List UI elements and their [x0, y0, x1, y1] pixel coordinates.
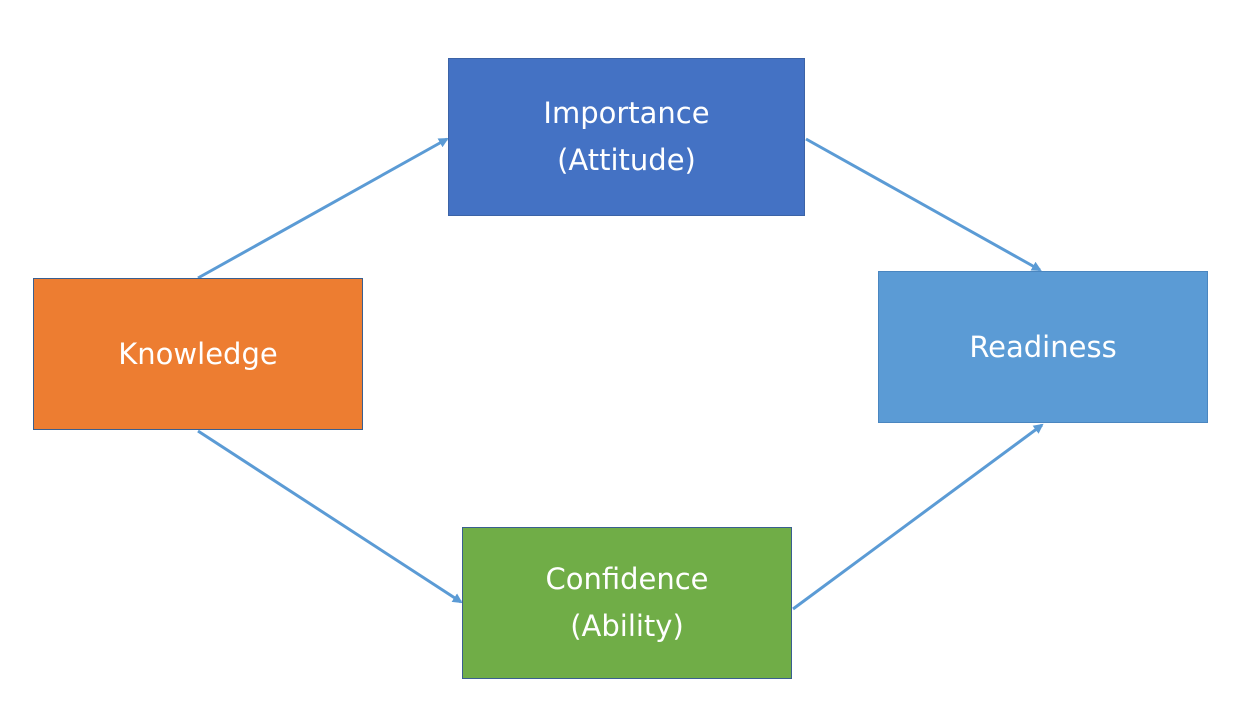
node-importance-sublabel: (Attitude) — [557, 143, 696, 177]
node-readiness: Readiness — [878, 271, 1208, 423]
node-importance-label: Importance — [543, 96, 710, 130]
node-knowledge-label: Knowledge — [118, 336, 278, 371]
node-knowledge: Knowledge — [33, 278, 363, 430]
node-confidence-label: Confidence — [545, 562, 709, 596]
node-confidence: Confidence (Ability) — [462, 527, 792, 679]
node-importance: Importance (Attitude) — [448, 58, 805, 216]
arrow-knowledge-to-confidence — [197, 429, 463, 604]
node-readiness-label: Readiness — [969, 329, 1117, 364]
node-confidence-sublabel: (Ability) — [570, 609, 684, 643]
arrow-importance-to-readiness — [805, 137, 1042, 272]
arrow-knowledge-to-importance — [197, 137, 449, 280]
arrow-confidence-to-readiness — [792, 423, 1044, 611]
